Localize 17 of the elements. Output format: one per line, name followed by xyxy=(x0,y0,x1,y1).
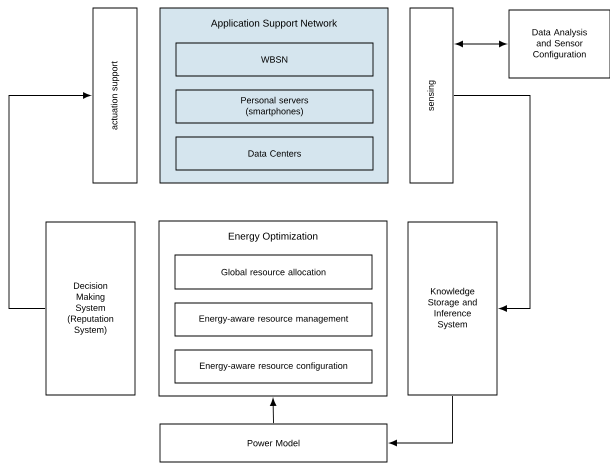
label-bar: actuation support xyxy=(92,8,138,184)
arrow xyxy=(389,396,453,446)
process-box: Power Model xyxy=(160,424,388,462)
arrow xyxy=(454,95,530,312)
process-box: Data Analysis and Sensor Configuration xyxy=(508,10,610,78)
arrow xyxy=(8,92,91,309)
arrow xyxy=(455,40,507,48)
process-box: Energy-aware resource management xyxy=(174,302,372,336)
process-box: Energy-aware resource configuration xyxy=(174,350,372,384)
label-bar: sensing xyxy=(410,8,454,184)
process-box: Personal servers (smartphones) xyxy=(176,90,374,124)
process-box: Data Centers xyxy=(176,136,374,170)
process-box: Global resource allocation xyxy=(174,254,372,290)
process-box: WBSN xyxy=(176,42,374,76)
process-box: Decision Making System (Reputation System) xyxy=(46,222,136,396)
arrow xyxy=(270,398,276,424)
process-box: Knowledge Storage and Inference System xyxy=(408,222,498,396)
